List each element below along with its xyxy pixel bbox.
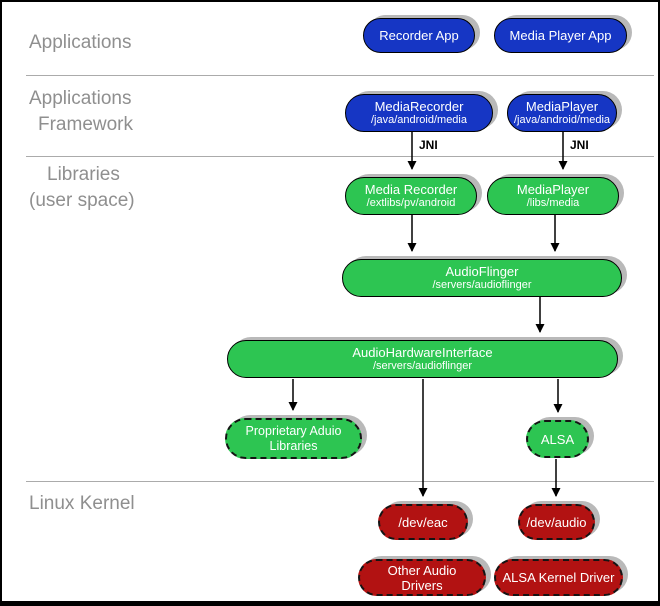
layer-label-applications: Applications [29, 30, 131, 56]
layer-divider-framework [26, 156, 654, 157]
node-audiohardwareinterface: AudioHardwareInterface /servers/audiofli… [227, 340, 618, 378]
node-mediaplayer-library: MediaPlayer /libs/media [487, 177, 619, 215]
layer-divider-applications [26, 75, 654, 76]
node-proprietary-audio-libraries: Proprietary Aduio Libraries [225, 418, 362, 459]
node-title: Other Audio Drivers [387, 562, 457, 593]
node-mediaplayer-framework: MediaPlayer /java/android/media [507, 94, 617, 132]
jni-label-left: JNI [419, 138, 438, 152]
layer-label-framework: Applications Framework [29, 86, 133, 138]
node-title: Recorder App [379, 28, 459, 43]
node-title: MediaPlayer [525, 99, 599, 114]
node-title: ALSA Kernel Driver [502, 570, 615, 585]
layer-label-text: Framework [38, 114, 134, 135]
layer-label-kernel: Linux Kernel [29, 491, 135, 517]
node-dev-audio: /dev/audio [518, 504, 595, 540]
node-recorder-app: Recorder App [363, 18, 475, 53]
node-subtitle: /servers/audioflinger [432, 279, 532, 291]
node-title: MediaRecorder [374, 99, 464, 114]
layer-label-libraries: Libraries (user space) [29, 162, 135, 214]
layer-label-text: Libraries [47, 164, 120, 185]
node-subtitle: /extlibs/pv/android [366, 197, 456, 209]
node-subtitle: /servers/audioflinger [372, 360, 473, 372]
node-title: ALSA [540, 431, 575, 447]
layer-label-text: (user space) [29, 190, 135, 211]
node-title: /dev/audio [526, 514, 587, 530]
layer-divider-kernel [26, 481, 654, 482]
node-audioflinger: AudioFlinger /servers/audioflinger [342, 259, 622, 297]
node-dev-eac: /dev/eac [378, 504, 468, 540]
node-title: AudioFlinger [445, 264, 519, 279]
node-mediarecorder-framework: MediaRecorder /java/android/media [345, 94, 493, 132]
layer-label-text: Applications [29, 88, 132, 109]
node-media-recorder-library: Media Recorder /extlibs/pv/android [345, 177, 477, 215]
node-subtitle: /java/android/media [514, 114, 611, 126]
node-alsa: ALSA [526, 420, 589, 458]
layer-label-text: Linux Kernel [29, 493, 135, 514]
node-title: MediaPlayer [516, 182, 590, 197]
node-title: Media Recorder [364, 182, 458, 197]
node-media-player-app: Media Player App [494, 18, 627, 53]
node-title: AudioHardwareInterface [352, 345, 493, 360]
layer-label-text: Applications [29, 32, 132, 53]
node-alsa-kernel-driver: ALSA Kernel Driver [494, 559, 623, 596]
node-title: /dev/eac [398, 514, 448, 530]
jni-label-right: JNI [570, 138, 589, 152]
node-title: Proprietary Aduio Libraries [245, 423, 342, 453]
node-title: Media Player App [509, 28, 612, 43]
node-other-audio-drivers: Other Audio Drivers [358, 559, 486, 596]
node-subtitle: /java/android/media [370, 114, 467, 126]
node-subtitle: /libs/media [526, 197, 580, 209]
